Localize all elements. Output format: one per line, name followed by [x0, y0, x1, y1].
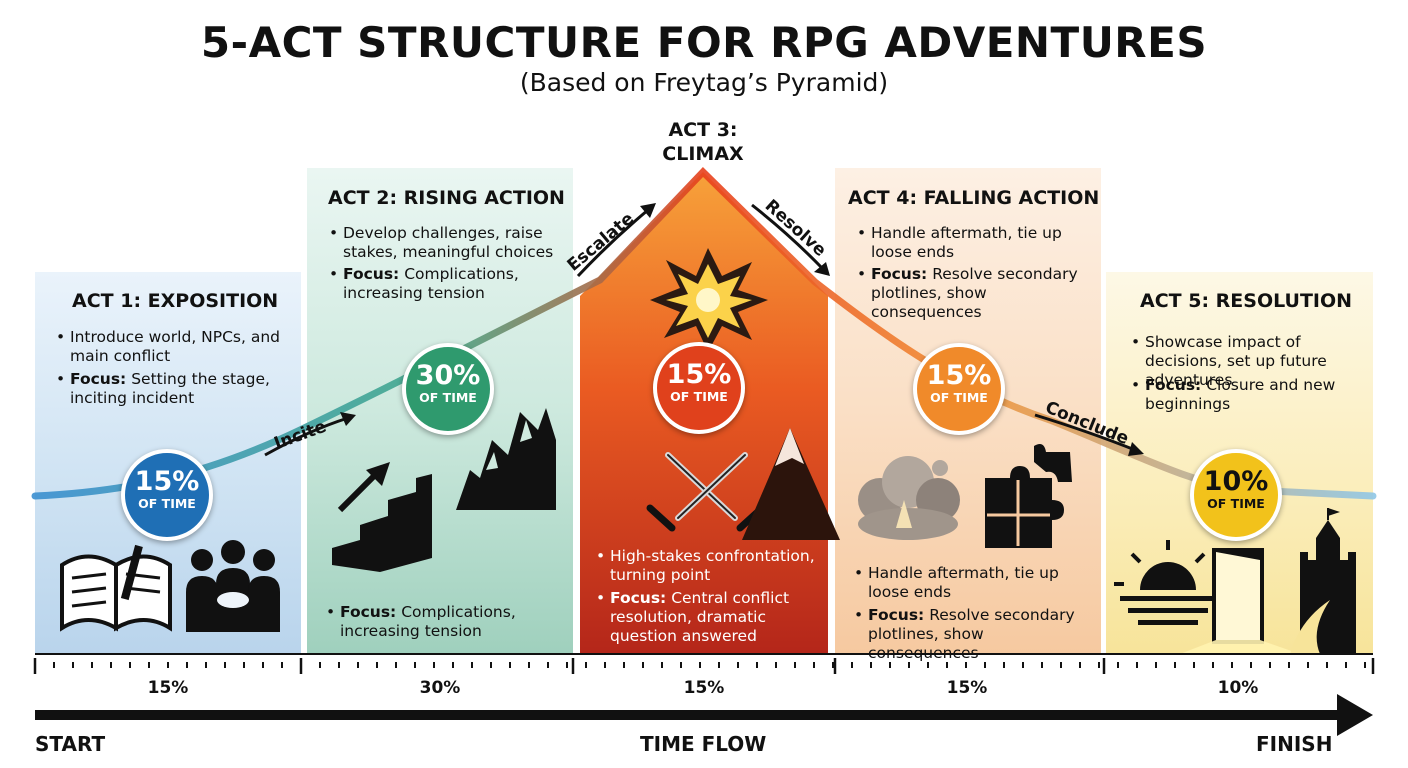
- act4-bottom-bullet-2: •Focus: Resolve secondary plotlines, sho…: [854, 606, 1075, 662]
- act5-time-circle: 10% OF TIME: [1190, 449, 1282, 541]
- act1-title: ACT 1: EXPOSITION: [72, 290, 279, 312]
- act1-bullet-2: •Focus: Setting the stage, inciting inci…: [56, 370, 270, 407]
- handshake-group-icon: [186, 540, 280, 632]
- open-book-icon: [60, 544, 172, 632]
- timeline-middle: TIME FLOW: [640, 732, 767, 756]
- freytag-curve: [31, 167, 1377, 500]
- act1-bullet-1: •Introduce world, NPCs, and main conflic…: [56, 328, 281, 365]
- act2-bullet-2: •Focus: Complications, increasing tensio…: [329, 265, 519, 302]
- incite-arrow: [264, 412, 356, 457]
- conclude-arrow: [1034, 413, 1144, 456]
- rocky-peaks-icon: [456, 408, 556, 510]
- act4-time-circle: 15% OF TIME: [913, 343, 1005, 435]
- act3-bullet-1: •High-stakes confrontation, turning poin…: [596, 547, 815, 584]
- page-subtitle: (Based on Freytag’s Pyramid): [519, 68, 889, 97]
- act4-bullet-2: •Focus: Resolve secondary plotlines, sho…: [857, 265, 1078, 321]
- castle-icon: [1290, 508, 1356, 654]
- puzzle-icon: [985, 444, 1072, 548]
- timeline-start: START: [35, 732, 106, 756]
- time-arrow-head: [1337, 694, 1373, 736]
- rising-stairs-icon: [332, 462, 432, 572]
- act1-time-circle: 15% OF TIME: [121, 449, 213, 541]
- page-title: 5-ACT STRUCTURE FOR RPG ADVENTURES: [200, 18, 1208, 67]
- act5-bullet-2: •Focus: Closure and new beginnings: [1131, 376, 1336, 413]
- act2-title: ACT 2: RISING ACTION: [328, 187, 565, 209]
- timeline-ticks: [33, 658, 1375, 674]
- act4-title: ACT 4: FALLING ACTION: [848, 187, 1100, 209]
- time-arrow-shaft: [35, 710, 1340, 720]
- mountain-icon: [742, 428, 840, 540]
- act2-bottom-bullet: •Focus: Complications, increasing tensio…: [326, 603, 516, 640]
- timeline-label-act3: 15%: [683, 678, 725, 698]
- act5-bullet-1: •Showcase impact of decisions, set up fu…: [1131, 333, 1327, 389]
- act4-bottom-bullet-1: •Handle aftermath, tie up loose ends: [854, 564, 1059, 601]
- timeline-finish: FINISH: [1256, 732, 1333, 756]
- dust-cloud-icon: [858, 456, 960, 540]
- act2-time-circle: 30% OF TIME: [402, 343, 494, 435]
- explosion-icon: [650, 248, 768, 352]
- act4-bullet-1: •Handle aftermath, tie up loose ends: [857, 224, 1062, 261]
- act2-bullet-1: •Develop challenges, raise stakes, meani…: [329, 224, 554, 261]
- act3-title: ACT 3:CLIMAX: [662, 119, 744, 165]
- resolve-arrow: [751, 203, 830, 276]
- act5-title: ACT 5: RESOLUTION: [1140, 290, 1353, 312]
- timeline-label-act2: 30%: [419, 678, 461, 698]
- timeline-label-act4: 15%: [946, 678, 988, 698]
- act3-bullet-2: •Focus: Central conflict resolution, dra…: [596, 589, 790, 645]
- act3-time-circle: 15% OF TIME: [653, 342, 745, 434]
- escalate-arrow: [576, 203, 656, 278]
- timeline-label-act1: 15%: [147, 678, 189, 698]
- timeline-label-act5: 10%: [1217, 678, 1259, 698]
- open-door-icon: [1180, 548, 1300, 654]
- sunrise-icon: [1114, 540, 1222, 625]
